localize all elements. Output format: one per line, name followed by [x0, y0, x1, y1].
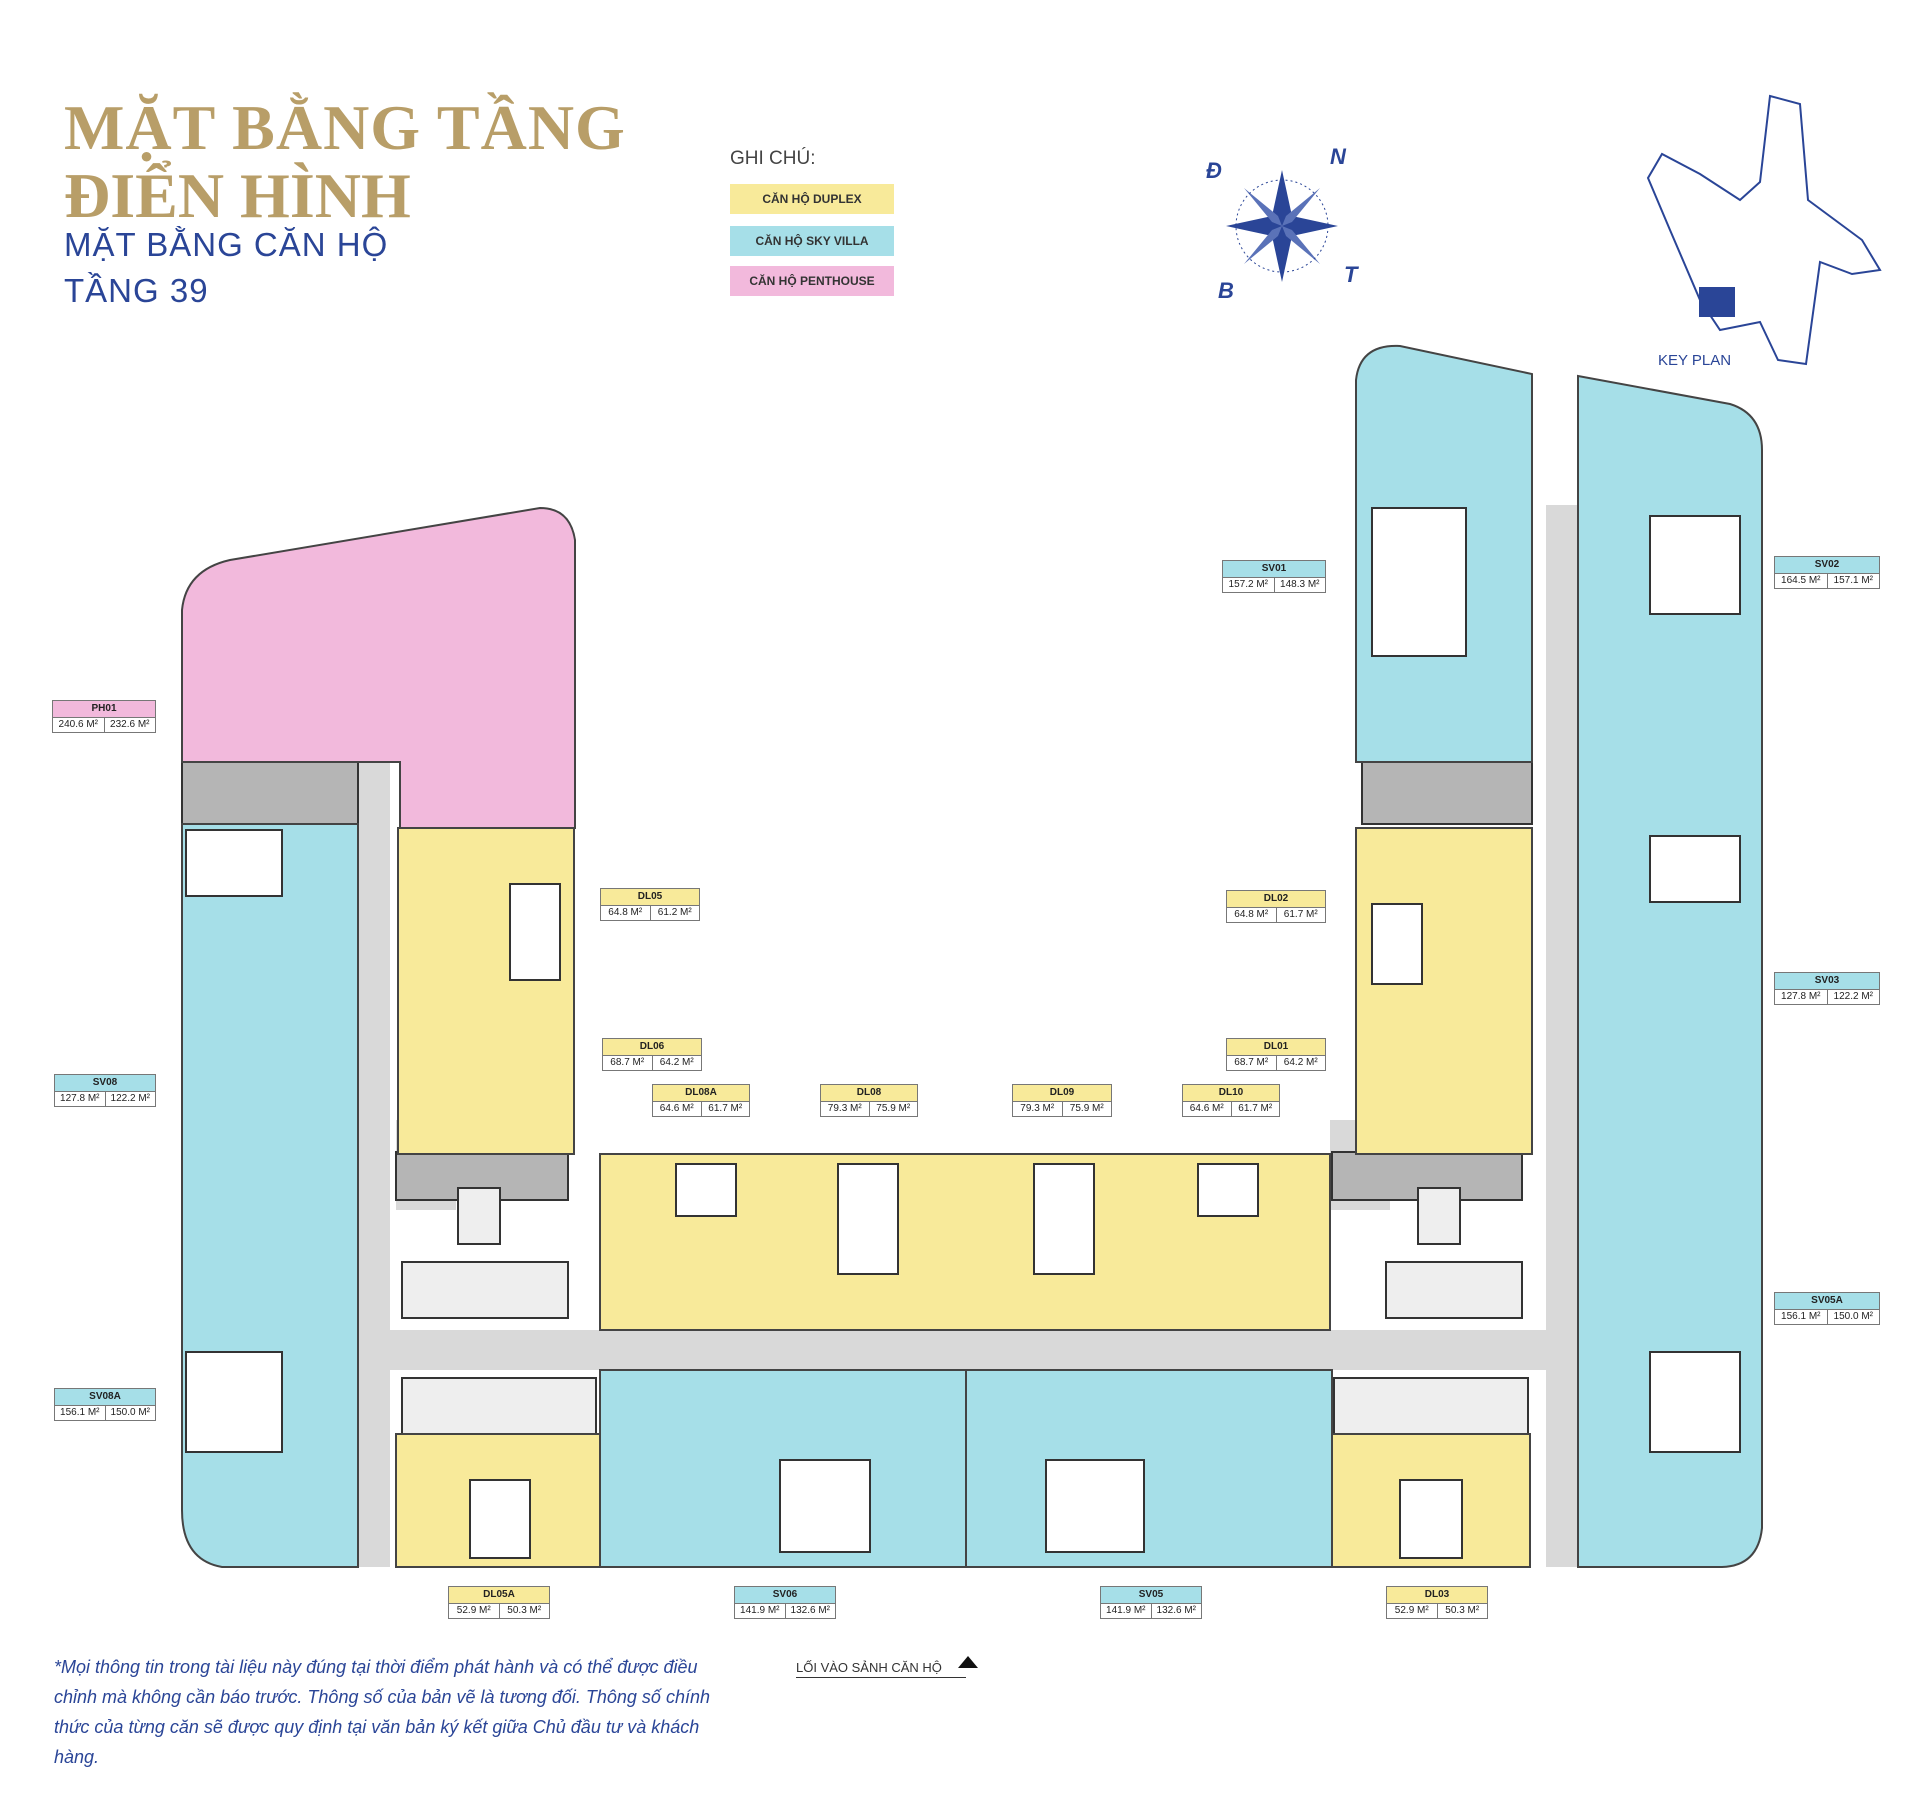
page-title-line2: ĐIỂN HÌNH: [64, 160, 411, 231]
compass-south: T: [1344, 262, 1358, 287]
legend-item-sky-villa: CĂN HỘ SKY VILLA: [730, 226, 894, 256]
key-plan-label: KEY PLAN: [1658, 352, 1732, 369]
compass-icon: [1226, 170, 1338, 282]
disclaimer-note: *Mọi thông tin trong tài liệu này đúng t…: [54, 1657, 710, 1767]
elevators: [401, 1187, 1529, 1435]
duplex-right-column: [1355, 827, 1533, 1155]
compass-east: Đ: [1206, 158, 1222, 183]
floor-number: TẦNG 39: [64, 272, 209, 309]
page-subtitle: MẶT BẰNG CĂN HỘ: [64, 226, 389, 263]
duplex-left-column: [397, 827, 575, 1155]
compass-north: N: [1330, 144, 1346, 169]
legend-title: GHI CHÚ:: [730, 148, 816, 169]
legend-item-penthouse: CĂN HỘ PENTHOUSE: [730, 266, 894, 296]
entrance-arrow-icon: [958, 1656, 978, 1668]
sky-villa-sv05: [965, 1369, 1333, 1568]
entrance-label: LỐI VÀO SẢNH CĂN HỘ: [796, 1660, 966, 1678]
cores: [181, 761, 1533, 1201]
legend-item-duplex: CĂN HỘ DUPLEX: [730, 184, 894, 214]
sky-villa-left: [181, 823, 359, 1568]
sky-villa-right: [1577, 374, 1763, 1568]
compass-west: B: [1218, 278, 1234, 303]
page-title: MẶT BẰNG TẦNG: [64, 92, 626, 163]
key-plan-icon: [1646, 94, 1882, 366]
penthouse-ph01: [181, 506, 576, 829]
